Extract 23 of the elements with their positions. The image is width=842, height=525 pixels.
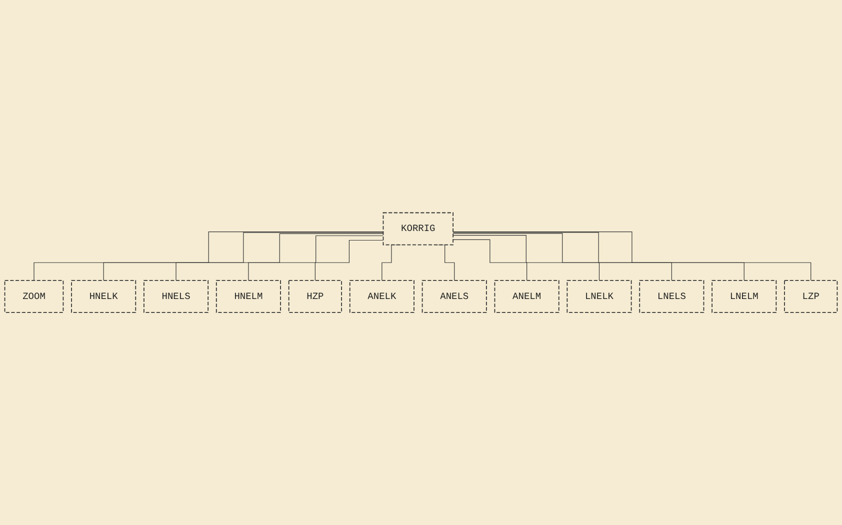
connector [452,231,812,281]
connector [314,240,384,281]
node-box: LNELK [566,280,632,313]
node-box: ANELS [422,280,487,313]
node-box: ZOOM [4,280,64,313]
node-box: ANELM [494,280,560,313]
node-box: KORRIG [382,212,454,246]
connector [452,234,600,281]
connector [176,233,384,281]
node-box: HNELM [216,280,281,313]
connector [34,231,384,281]
node-box: HZP [288,280,342,313]
node-box: ANELK [349,280,414,313]
node-box: HNELS [144,280,209,313]
node-box: LNELS [639,280,704,313]
connector [452,239,528,281]
node-box: HNELK [71,280,136,313]
connector [103,232,384,281]
connector [452,233,672,281]
node-box: LZP [784,280,838,313]
connector [452,232,744,281]
node-box: LNELM [712,280,777,313]
connector [248,235,384,281]
